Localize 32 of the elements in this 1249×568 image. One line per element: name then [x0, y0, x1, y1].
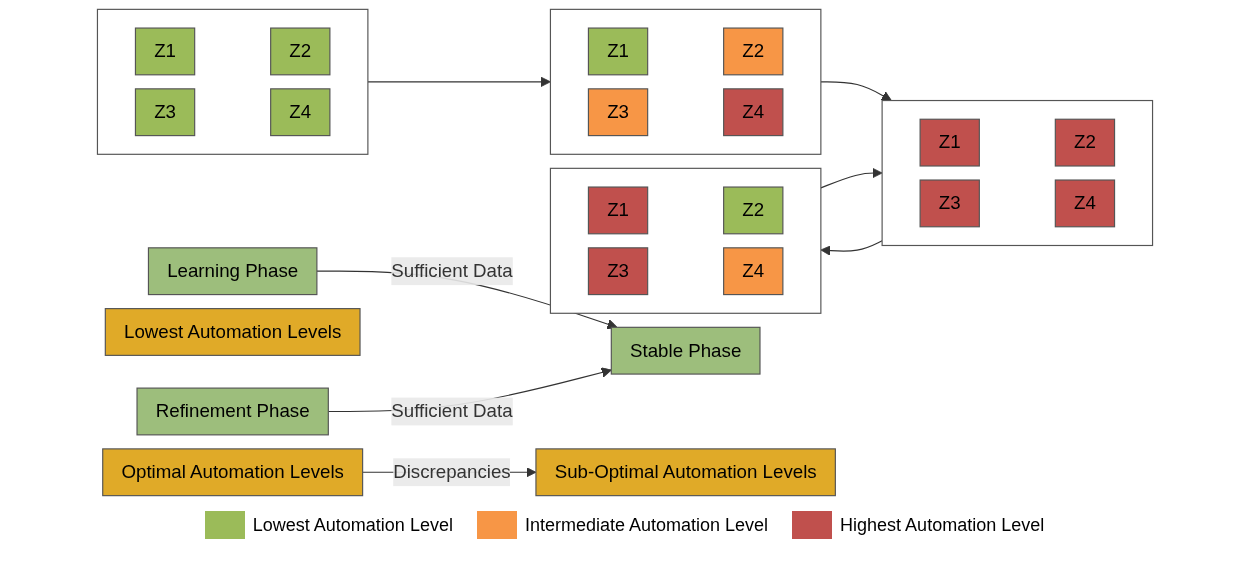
node-box: Z2	[722, 186, 783, 235]
legend-text: Intermediate Automation Level	[524, 514, 769, 536]
node-box: Sub-Optimal Automation Levels	[534, 448, 836, 497]
node-box: Z2	[722, 27, 783, 76]
node-box: Z4	[1054, 179, 1115, 228]
node-box: Z3	[587, 247, 648, 296]
node-box: Refinement Phase	[135, 387, 329, 436]
node-box: Z3	[587, 88, 648, 137]
node-box: Z4	[722, 88, 783, 137]
node-box: Z1	[587, 186, 648, 235]
node-box: Z4	[269, 88, 330, 137]
cluster	[96, 8, 368, 155]
cluster	[881, 99, 1153, 247]
node-box: Z2	[269, 27, 330, 76]
node-box: Lowest Automation Levels	[104, 308, 361, 356]
legend-text: Lowest Automation Level	[252, 514, 453, 536]
node-box: Stable Phase	[610, 326, 761, 375]
edge-label: Discrepancies	[392, 461, 511, 482]
node-box: Z3	[134, 88, 195, 137]
node-box: Z1	[134, 27, 195, 76]
node-box: Z3	[919, 179, 980, 228]
node-box: Learning Phase	[147, 247, 317, 296]
node-box: Z4	[722, 247, 783, 296]
edge-label: Sufficient Data	[390, 400, 513, 421]
cluster	[549, 8, 821, 155]
cluster	[549, 167, 821, 314]
node-box: Z1	[587, 27, 648, 76]
node-box: Z1	[919, 118, 980, 167]
legend-text: Highest Automation Level	[840, 514, 1045, 536]
edge-label: Sufficient Data	[390, 260, 513, 281]
node-box: Optimal Automation Levels	[101, 448, 363, 497]
node-box: Z2	[1054, 118, 1115, 167]
